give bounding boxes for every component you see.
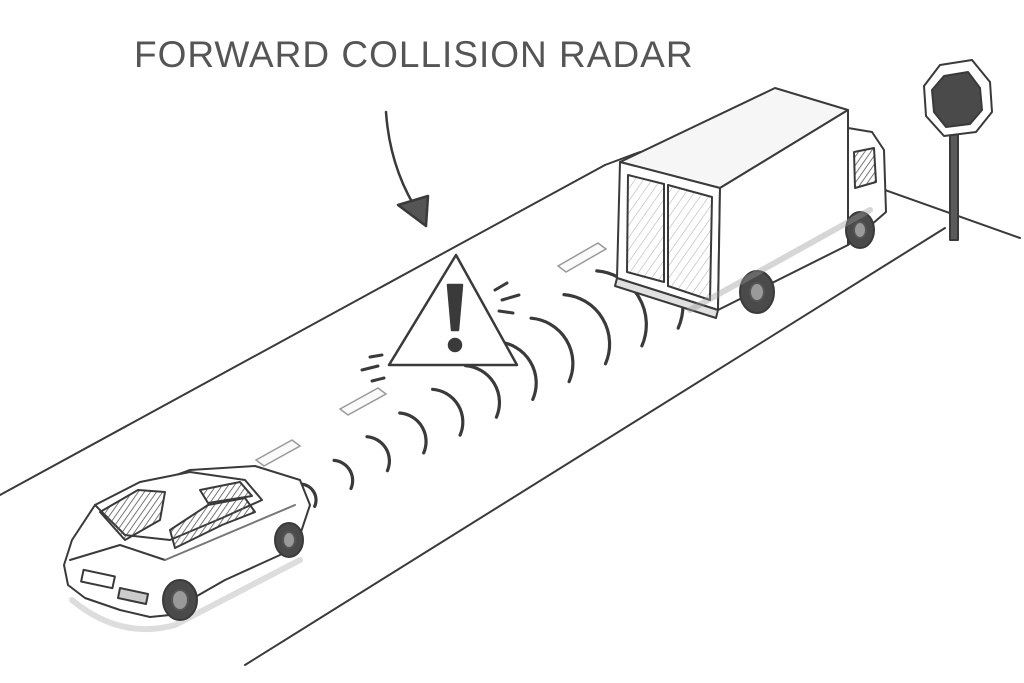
radar-wave-arc — [463, 364, 502, 419]
radar-wave-arc — [496, 340, 538, 401]
warning-triangle — [387, 253, 519, 367]
lane-dashes — [254, 242, 608, 467]
truck-back-door-right — [667, 184, 713, 301]
road-right-edge — [244, 227, 946, 666]
radar-wave-arc — [431, 387, 465, 437]
car-license-plate — [80, 568, 116, 590]
car-shadow — [69, 557, 303, 633]
truck-back-door-left — [626, 174, 665, 283]
stop-sign-post — [949, 129, 959, 241]
radar-wave-arc — [595, 269, 648, 348]
road-left-edge — [0, 164, 606, 496]
car-rear-window — [99, 489, 166, 541]
lane-dash — [556, 242, 608, 273]
truck-bumper — [614, 277, 719, 319]
exclamation-bar — [446, 283, 464, 332]
lane-dash — [254, 439, 302, 467]
alert-ticks — [360, 281, 521, 383]
car-taillight — [117, 587, 149, 605]
car — [63, 465, 311, 633]
radar-wave-arc — [562, 293, 612, 366]
car-side-line — [164, 504, 296, 561]
radar-wave-arc — [365, 435, 391, 473]
exclamation-dot — [447, 337, 463, 353]
stop-sign — [923, 59, 993, 241]
truck-shadow — [687, 207, 873, 313]
pointer-arrow-head — [396, 194, 430, 228]
truck — [614, 87, 887, 319]
diagram-title: FORWARD COLLISION RADAR — [134, 34, 694, 75]
car-side-window-front — [199, 481, 253, 504]
radar-wave-arc — [529, 316, 575, 384]
lane-dash — [338, 387, 388, 416]
stop-sign-inner — [931, 71, 983, 128]
car-trunk-line — [69, 544, 166, 561]
radar-wave-arc — [299, 482, 318, 508]
radar-wave-arc — [332, 458, 355, 491]
radar-wave-arc — [398, 411, 428, 455]
truck-cab-window — [853, 147, 877, 189]
pointer-arrow — [384, 110, 430, 228]
car-side-window — [169, 497, 256, 549]
